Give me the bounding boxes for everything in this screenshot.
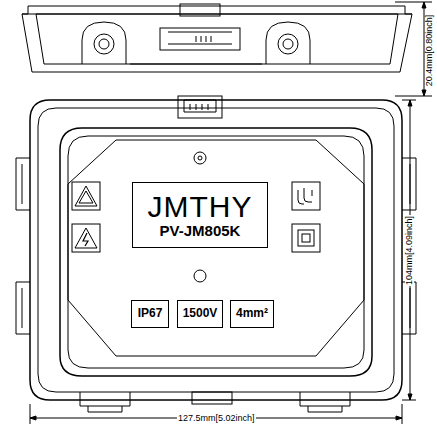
rating-text: 1500V bbox=[183, 307, 218, 320]
rating-text: IP67 bbox=[138, 307, 163, 320]
model-number: PV-JM805K bbox=[160, 223, 241, 240]
brand-name: JMTHY bbox=[148, 190, 253, 223]
rating-box: 1500V bbox=[177, 300, 223, 328]
rating-box: IP67 bbox=[131, 300, 169, 328]
dimension-label: 104mm[4.09inch] bbox=[405, 215, 414, 286]
rating-box: 4mm² bbox=[230, 300, 274, 328]
dimension-label: 127.5mm[5.02inch] bbox=[177, 414, 256, 423]
brand-panel: JMTHYPV-JM805K bbox=[132, 182, 268, 248]
rating-text: 4mm² bbox=[236, 307, 268, 320]
dimension-label: 20.4mm[0.80inch] bbox=[425, 14, 434, 88]
